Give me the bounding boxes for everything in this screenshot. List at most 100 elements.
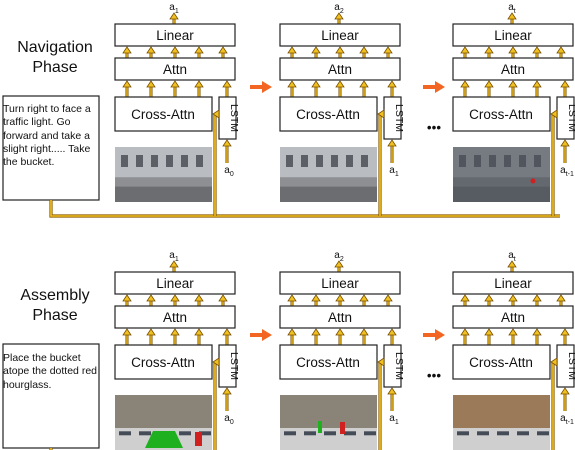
feed-arrow	[212, 357, 220, 367]
attn-to-linear-arrow	[194, 294, 204, 306]
output-action-label: at	[508, 2, 516, 15]
cross-attn-block	[279, 344, 378, 380]
arrow-head	[387, 387, 397, 395]
observation-image	[280, 395, 377, 450]
output-action-label: a2	[334, 2, 344, 15]
output-action-label: a1	[169, 2, 179, 15]
window-shape	[286, 155, 293, 167]
attn-to-linear-arrow	[359, 294, 369, 306]
crossattn-to-attn-arrow	[484, 80, 494, 97]
arrow-head	[383, 46, 393, 54]
floor-tile-shape	[457, 431, 469, 436]
attn-to-linear-arrow	[287, 46, 297, 58]
crossattn-to-attn-arrow	[532, 328, 542, 345]
arrow-head	[311, 328, 321, 336]
attn-to-linear-arrow	[484, 294, 494, 306]
cross-attn-label: Cross-Attn	[296, 107, 360, 122]
observation-image	[115, 147, 212, 202]
floor-tile-shape	[304, 431, 316, 436]
scene-facade	[280, 147, 377, 178]
crossattn-to-attn-arrow	[170, 80, 180, 97]
arrow-head	[377, 357, 385, 367]
forward-arrow-head	[262, 81, 272, 93]
phase-title-line2: Phase	[32, 307, 77, 324]
linear-label: Linear	[494, 276, 532, 291]
window-shape	[346, 155, 353, 167]
linear-block	[279, 271, 401, 295]
feed-arrow	[550, 357, 558, 367]
attn-to-linear-arrow	[287, 294, 297, 306]
arrow-head	[532, 294, 542, 302]
input-action-label: a0	[224, 165, 234, 178]
linear-block	[114, 271, 236, 295]
red-object-shape	[195, 432, 202, 446]
input-arrow	[222, 139, 232, 163]
cross-attn-label: Cross-Attn	[296, 355, 360, 370]
floor-tile-shape	[139, 431, 151, 436]
attn-block	[279, 305, 401, 329]
context-wire-outline	[49, 200, 560, 218]
crossattn-to-attn-arrow	[122, 328, 132, 345]
attn-to-linear-arrow	[170, 46, 180, 58]
output-arrow	[507, 260, 517, 272]
arrow-head	[359, 46, 369, 54]
attn-to-linear-arrow	[194, 46, 204, 58]
crossattn-to-attn-arrow	[194, 80, 204, 97]
lstm-label: LSTM	[566, 352, 575, 380]
forward-arrow	[423, 81, 445, 93]
arrow-head	[218, 46, 228, 54]
input-arrow	[387, 139, 397, 163]
arrow-head	[287, 80, 297, 88]
arrow-head	[146, 328, 156, 336]
arrow-head	[556, 46, 566, 54]
arrow-head	[335, 46, 345, 54]
attn-block	[114, 57, 236, 81]
observation-image	[453, 395, 550, 450]
floor-tile-shape	[537, 431, 549, 436]
attn-label: Attn	[328, 62, 352, 77]
crossattn-to-attn-arrow	[359, 328, 369, 345]
green-object-shape	[145, 431, 183, 448]
output-action-label: at	[508, 250, 516, 263]
crossattn-to-attn-arrow	[287, 80, 297, 97]
crossattn-to-attn-arrow	[460, 80, 470, 97]
attn-to-linear-arrow	[460, 46, 470, 58]
arrow-head	[212, 357, 220, 367]
crossattn-to-attn-arrow	[146, 328, 156, 345]
attn-to-linear-arrow	[532, 294, 542, 306]
arrow-head	[460, 80, 470, 88]
input-action-label: a0	[224, 413, 234, 426]
attn-to-linear-arrow	[484, 46, 494, 58]
arrow-head	[359, 80, 369, 88]
feed-arrow	[212, 109, 220, 119]
context-wire	[50, 200, 560, 217]
arrow-head	[194, 294, 204, 302]
arrow-head	[484, 328, 494, 336]
linear-label: Linear	[156, 276, 194, 291]
crossattn-to-attn-arrow	[508, 80, 518, 97]
output-action-label: a2	[334, 250, 344, 263]
traffic-light-shape	[530, 178, 536, 184]
linear-block	[114, 23, 236, 47]
arrow-head	[335, 294, 345, 302]
lstm-label: LSTM	[566, 104, 575, 132]
cross-attn-block	[114, 344, 213, 380]
arrow-head	[377, 109, 385, 119]
attn-label: Attn	[163, 62, 187, 77]
attn-label: Attn	[328, 310, 352, 325]
crossattn-to-attn-arrow	[335, 328, 345, 345]
phase-title-line1: Assembly	[20, 287, 89, 304]
window-shape	[301, 155, 308, 167]
output-arrow	[334, 12, 344, 24]
cross-attn-label: Cross-Attn	[131, 355, 195, 370]
arrow-head	[484, 80, 494, 88]
arrow-head	[218, 294, 228, 302]
window-shape	[361, 155, 368, 167]
arrow-head	[146, 80, 156, 88]
linear-label: Linear	[321, 28, 359, 43]
arrow-head	[287, 46, 297, 54]
crossattn-to-attn-arrow	[359, 80, 369, 97]
linear-label: Linear	[321, 276, 359, 291]
